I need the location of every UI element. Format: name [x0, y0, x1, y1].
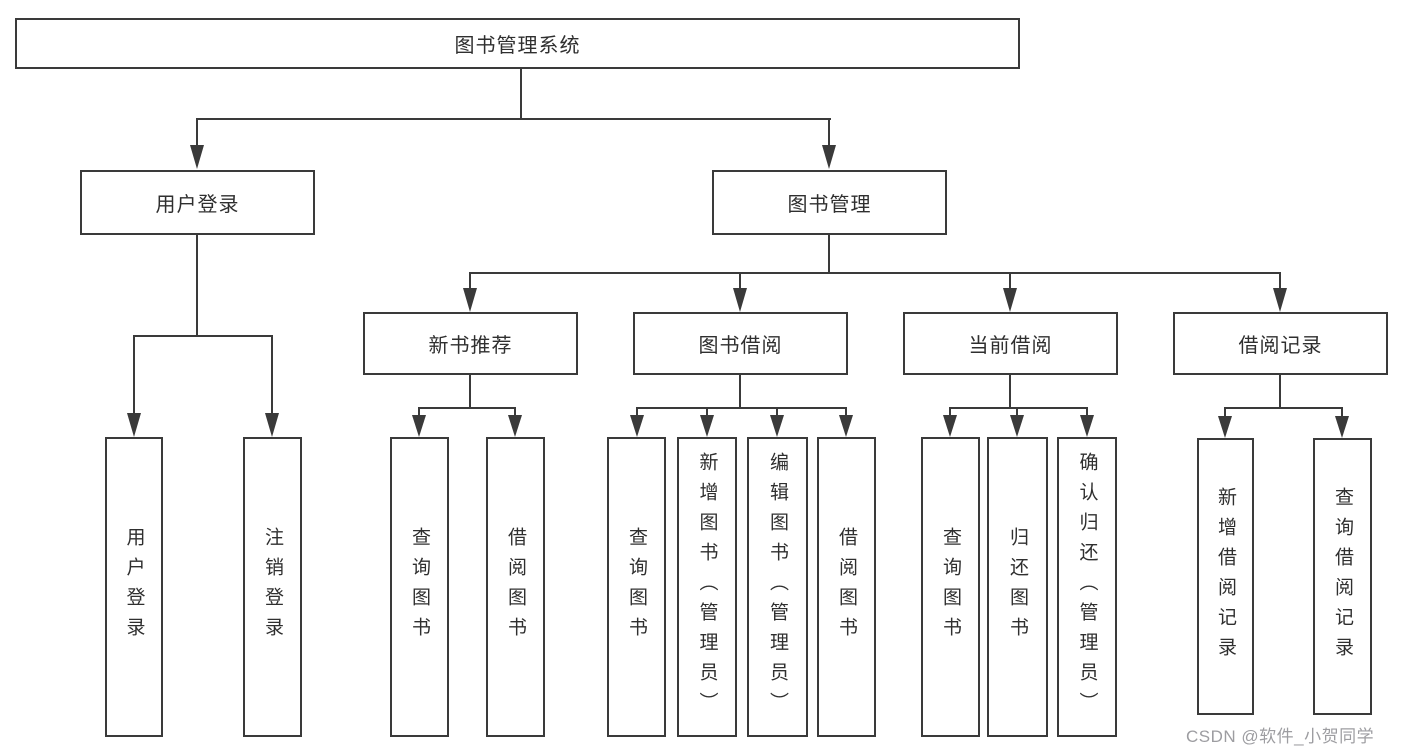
arrow-down-icon — [822, 145, 836, 169]
node-borrow-records: 借阅记录 — [1173, 312, 1388, 375]
node-book-management-label: 图书管理 — [787, 194, 872, 216]
leaf-borrow-books-label: 借阅图书 — [836, 527, 857, 647]
node-user-login: 用户登录 — [80, 170, 315, 235]
leaf-query-books-current: 查询图书 — [921, 437, 980, 737]
connector-line — [196, 118, 198, 146]
arrow-down-icon — [1010, 415, 1024, 437]
leaf-borrow-books-recommend: 借阅图书 — [486, 437, 545, 737]
arrow-down-icon — [700, 415, 714, 437]
arrow-down-icon — [839, 415, 853, 437]
connector-line — [1225, 407, 1343, 409]
leaf-query-borrow-record-label: 查询借阅记录 — [1332, 486, 1353, 667]
leaf-edit-books-admin-label: 编辑图书（管理员） — [767, 452, 788, 722]
connector-line — [1009, 272, 1011, 290]
node-new-book-recommend-label: 新书推荐 — [428, 335, 513, 357]
arrow-down-icon — [265, 413, 279, 437]
connector-line — [706, 407, 708, 417]
connector-line — [1016, 407, 1018, 417]
node-current-borrow-label: 当前借阅 — [968, 335, 1053, 357]
arrow-down-icon — [508, 415, 522, 437]
arrow-down-icon — [1080, 415, 1094, 437]
leaf-confirm-return-admin: 确认归还（管理员） — [1057, 437, 1117, 737]
connector-line — [739, 272, 741, 290]
leaf-add-books-admin: 新增图书（管理员） — [677, 437, 737, 737]
node-borrow-records-label: 借阅记录 — [1238, 335, 1323, 357]
leaf-add-borrow-record-label: 新增借阅记录 — [1215, 486, 1236, 667]
leaf-add-borrow-record: 新增借阅记录 — [1197, 438, 1254, 715]
connector-line — [469, 272, 1281, 274]
connector-line — [1279, 375, 1281, 407]
connector-line — [636, 407, 847, 409]
connector-line — [1009, 375, 1011, 407]
arrow-down-icon — [733, 288, 747, 312]
leaf-add-books-admin-label: 新增图书（管理员） — [696, 452, 718, 722]
connector-line — [133, 335, 273, 337]
connector-line — [1341, 407, 1343, 417]
arrow-down-icon — [463, 288, 477, 312]
connector-line — [514, 407, 516, 417]
leaf-logout: 注销登录 — [243, 437, 302, 737]
node-book-borrow: 图书借阅 — [633, 312, 848, 375]
connector-line — [1086, 407, 1088, 417]
arrow-down-icon — [770, 415, 784, 437]
node-user-login-label: 用户登录 — [155, 194, 240, 216]
connector-line — [739, 375, 741, 407]
leaf-return-books-label: 归还图书 — [1007, 527, 1028, 647]
connector-line — [828, 118, 830, 146]
node-current-borrow: 当前借阅 — [903, 312, 1118, 375]
leaf-query-books-borrow-label: 查询图书 — [626, 527, 647, 647]
node-book-management: 图书管理 — [712, 170, 947, 235]
arrow-down-icon — [943, 415, 957, 437]
leaf-borrow-books: 借阅图书 — [817, 437, 876, 737]
node-new-book-recommend: 新书推荐 — [363, 312, 578, 375]
leaf-query-books-current-label: 查询图书 — [940, 527, 961, 647]
leaf-return-books: 归还图书 — [987, 437, 1048, 737]
leaf-user-login-label: 用户登录 — [123, 527, 145, 647]
arrow-down-icon — [1218, 416, 1232, 438]
node-book-borrow-label: 图书借阅 — [698, 335, 783, 357]
arrow-down-icon — [412, 415, 426, 437]
connector-line — [520, 69, 522, 118]
arrow-down-icon — [190, 145, 204, 169]
leaf-query-books-recommend-label: 查询图书 — [409, 527, 430, 647]
connector-line — [776, 407, 778, 417]
connector-line — [196, 118, 831, 120]
leaf-query-books-recommend: 查询图书 — [390, 437, 449, 737]
leaf-query-borrow-record: 查询借阅记录 — [1313, 438, 1372, 715]
connector-line — [133, 335, 135, 415]
connector-line — [828, 235, 830, 272]
connector-line — [469, 375, 471, 407]
leaf-query-books-borrow: 查询图书 — [607, 437, 666, 737]
leaf-edit-books-admin: 编辑图书（管理员） — [747, 437, 808, 737]
arrow-down-icon — [1003, 288, 1017, 312]
connector-line — [845, 407, 847, 417]
csdn-watermark: CSDN @软件_小贺同学 — [1186, 727, 1375, 746]
connector-line — [418, 407, 420, 417]
leaf-borrow-books-recommend-label: 借阅图书 — [505, 527, 526, 647]
connector-line — [271, 335, 273, 415]
connector-line — [1224, 407, 1226, 417]
connector-line — [950, 407, 1088, 409]
arrow-down-icon — [1273, 288, 1287, 312]
connector-line — [469, 272, 471, 290]
arrow-down-icon — [1335, 416, 1349, 438]
leaf-user-login: 用户登录 — [105, 437, 163, 737]
arrow-down-icon — [127, 413, 141, 437]
connector-line — [196, 235, 198, 335]
connector-line — [949, 407, 951, 417]
leaf-logout-label: 注销登录 — [262, 527, 283, 647]
arrow-down-icon — [630, 415, 644, 437]
connector-line — [419, 407, 516, 409]
node-root-label: 图书管理系统 — [454, 35, 581, 57]
connector-line — [636, 407, 638, 417]
node-root-library-system: 图书管理系统 — [15, 18, 1020, 69]
leaf-confirm-return-admin-label: 确认归还（管理员） — [1076, 452, 1098, 722]
connector-line — [1279, 272, 1281, 290]
